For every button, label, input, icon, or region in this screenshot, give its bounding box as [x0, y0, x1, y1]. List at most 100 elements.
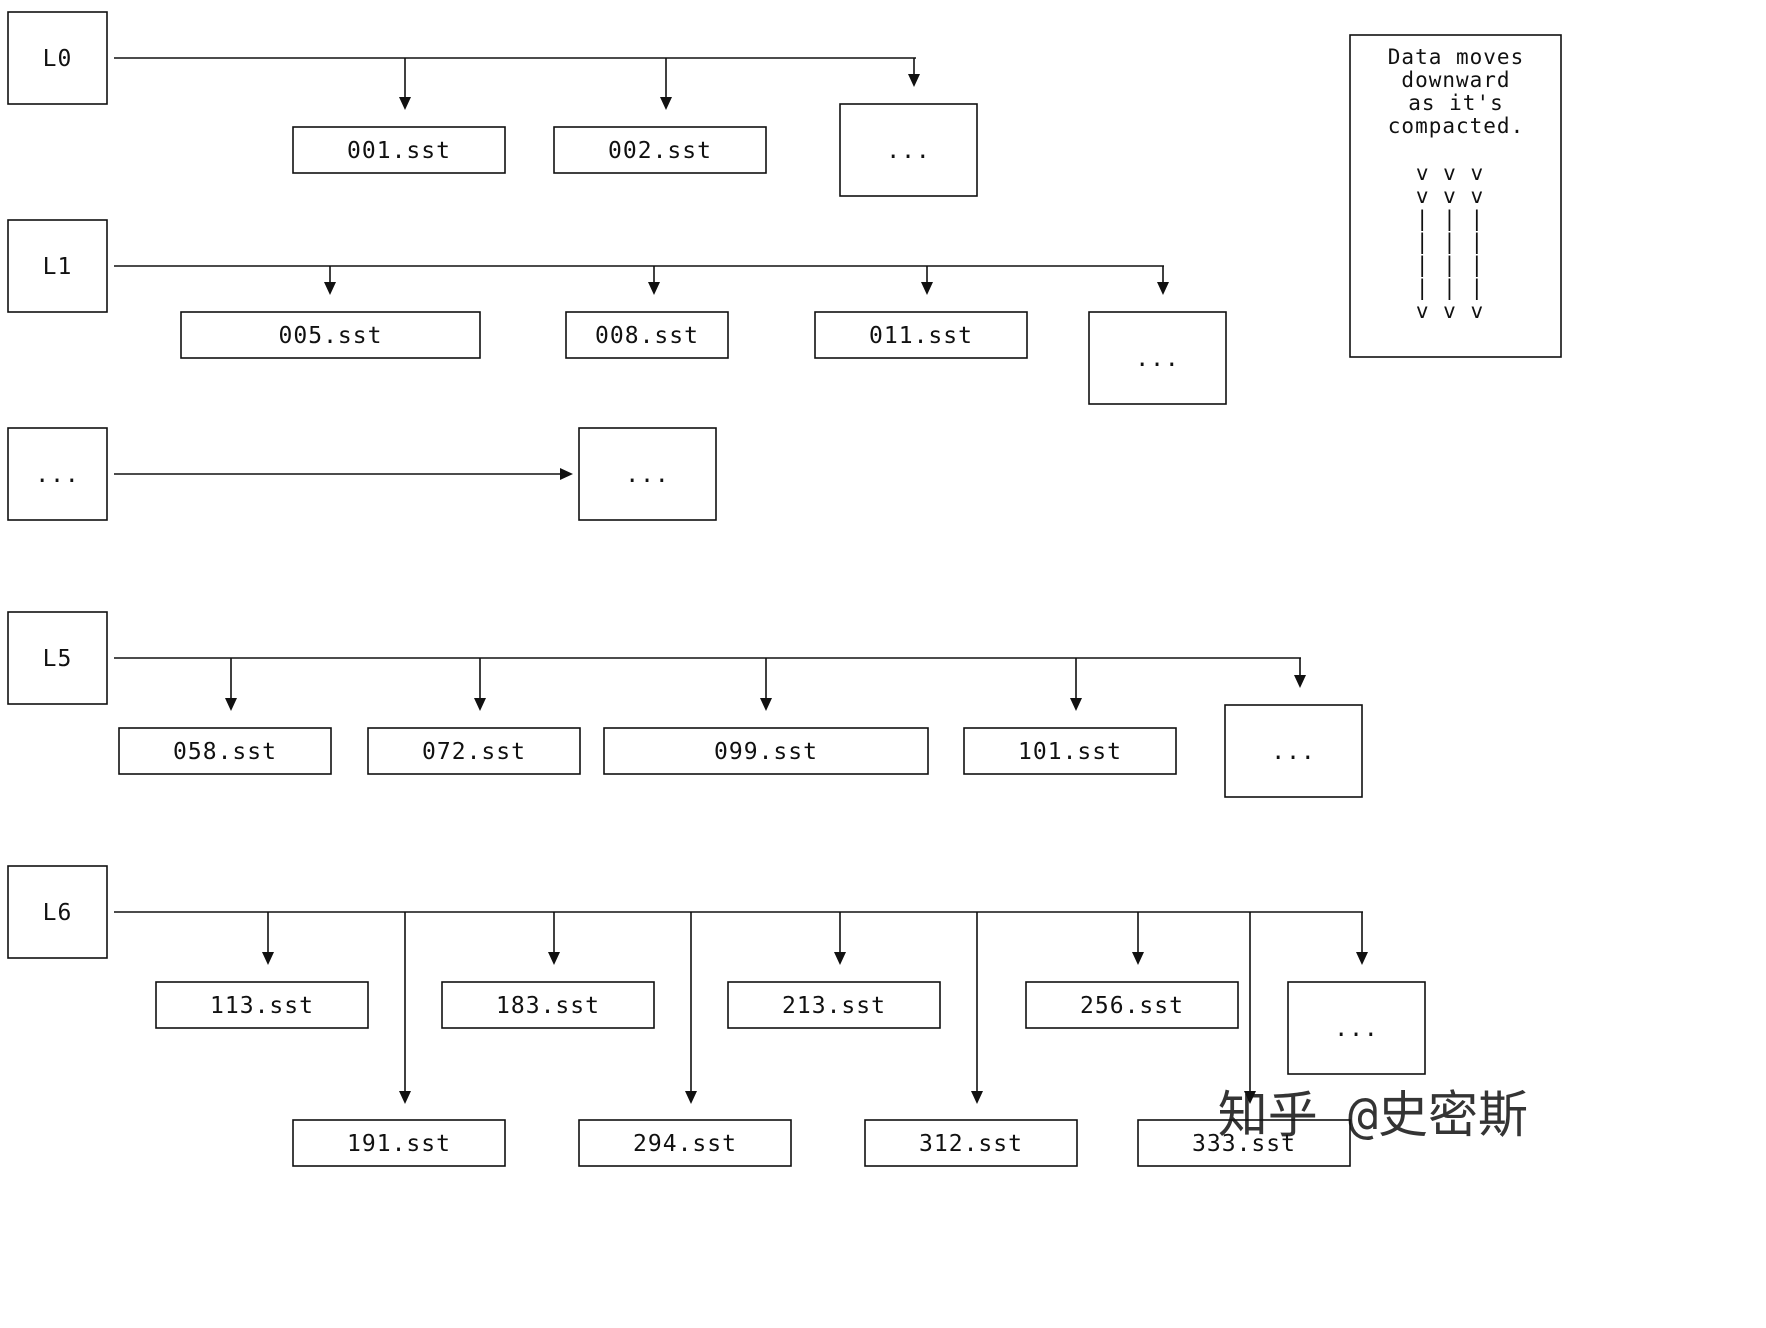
sst-file-213-label: 213.sst	[782, 993, 886, 1019]
sst-file-101-arrow	[1070, 658, 1082, 711]
sst-file-183-arrow	[548, 912, 560, 965]
watermark-text: 知乎 @史密斯	[1218, 1086, 1528, 1144]
level-lmid-arrow	[114, 468, 573, 480]
sst-file-101-label: 101.sst	[1018, 739, 1122, 765]
level-l0-more-files-box-frame	[839, 103, 978, 197]
level-l1-more-files-box-frame	[1088, 311, 1227, 405]
sst-file-113: 113.sst	[155, 981, 369, 1029]
level-l5-more-files-box-frame	[1224, 704, 1363, 798]
level-l1-box-label: L1	[43, 254, 73, 280]
note-text-line: as it's	[1408, 91, 1504, 115]
note-down-arrow-glyphs: v v v	[1416, 161, 1484, 185]
sst-file-333-arrow	[1244, 912, 1256, 1104]
level-lmid-more-files-box-label: ...	[625, 462, 670, 488]
sst-file-001-frame	[292, 126, 506, 174]
level-l1-more-files-box-label: ...	[1135, 346, 1180, 372]
sst-file-256-arrow	[1132, 912, 1144, 965]
sst-file-002-label: 002.sst	[608, 138, 712, 164]
level-l6-box-label: L6	[43, 900, 73, 926]
level-l5-box-label: L5	[43, 646, 73, 672]
sst-file-294-arrow	[685, 912, 697, 1104]
sst-file-002-arrow	[660, 58, 672, 110]
sst-file-191: 191.sst	[292, 1119, 506, 1167]
sst-file-312-label: 312.sst	[919, 1131, 1023, 1157]
sst-file-213-frame	[727, 981, 941, 1029]
note-text-line: downward	[1401, 68, 1510, 92]
sst-file-001-arrow	[399, 58, 411, 110]
level-l0-box: L0	[7, 11, 108, 105]
sst-file-191-frame	[292, 1119, 506, 1167]
level-l0-box-label: L0	[43, 46, 73, 72]
sst-file-256-label: 256.sst	[1080, 993, 1184, 1019]
sst-file-213-arrow	[834, 912, 846, 965]
level-l6-more-files-box-frame	[1287, 981, 1426, 1075]
sst-file-005-arrow	[324, 266, 336, 295]
sst-file-312: 312.sst	[864, 1119, 1078, 1167]
sst-file-002: 002.sst	[553, 126, 767, 174]
sst-file-008-frame	[565, 311, 729, 359]
level-l1-more-files-box: ...	[1088, 311, 1227, 405]
sst-file-113-label: 113.sst	[210, 993, 314, 1019]
sst-file-058-label: 058.sst	[173, 739, 277, 765]
sst-file-312-arrow	[971, 912, 983, 1104]
sst-file-312-frame	[864, 1119, 1078, 1167]
sst-file-099: 099.sst	[603, 727, 929, 775]
level-l5-box: L5	[7, 611, 108, 705]
sst-file-213: 213.sst	[727, 981, 941, 1029]
sst-file-333-label: 333.sst	[1192, 1131, 1296, 1157]
note-down-arrow-glyphs: | | |	[1416, 276, 1484, 301]
sst-file-008: 008.sst	[565, 311, 729, 359]
level-l0-more-files-box-arrow	[908, 58, 920, 87]
level-l0-more-files-box: ...	[839, 103, 978, 197]
level-lmid-box-label: ...	[35, 462, 80, 488]
level-l5-more-files-box-arrow	[1294, 658, 1306, 688]
level-l6-more-files-box: ...	[1287, 981, 1426, 1075]
sst-file-183: 183.sst	[441, 981, 655, 1029]
sst-file-183-frame	[441, 981, 655, 1029]
sst-file-099-label: 099.sst	[714, 739, 818, 765]
level-lmid-more-files-box-frame	[578, 427, 717, 521]
sst-file-011-frame	[814, 311, 1028, 359]
sst-file-333-frame	[1137, 1119, 1351, 1167]
sst-file-256: 256.sst	[1025, 981, 1239, 1029]
note-down-arrow-glyphs: | | |	[1416, 230, 1484, 255]
sst-file-008-label: 008.sst	[595, 323, 699, 349]
level-lmid-more-files-box: ...	[578, 427, 717, 521]
sst-file-256-frame	[1025, 981, 1239, 1029]
sst-file-072: 072.sst	[367, 727, 581, 775]
sst-file-294-label: 294.sst	[633, 1131, 737, 1157]
level-l1-more-files-box-arrow	[1157, 266, 1169, 295]
level-lmid-box: ...	[7, 427, 108, 521]
level-l0-box-frame	[7, 11, 108, 105]
level-l0-more-files-box-label: ...	[886, 138, 931, 164]
sst-file-072-label: 072.sst	[422, 739, 526, 765]
sst-file-002-frame	[553, 126, 767, 174]
sst-file-011: 011.sst	[814, 311, 1028, 359]
sst-file-011-label: 011.sst	[869, 323, 973, 349]
sst-file-008-arrow	[648, 266, 660, 295]
sst-file-001-label: 001.sst	[347, 138, 451, 164]
sst-file-099-arrow	[760, 658, 772, 711]
level-l6-box-frame	[7, 865, 108, 959]
sst-file-058-frame	[118, 727, 332, 775]
level-l5-more-files-box: ...	[1224, 704, 1363, 798]
level-l1-box: L1	[7, 219, 108, 313]
sst-file-005-label: 005.sst	[279, 323, 383, 349]
sst-file-191-label: 191.sst	[347, 1131, 451, 1157]
sst-file-058: 058.sst	[118, 727, 332, 775]
sst-file-005-frame	[180, 311, 481, 359]
level-l5-more-files-box-label: ...	[1271, 739, 1316, 765]
level-lmid-box-frame	[7, 427, 108, 521]
sst-file-005: 005.sst	[180, 311, 481, 359]
sst-file-099-frame	[603, 727, 929, 775]
sst-file-072-arrow	[474, 658, 486, 711]
sst-file-058-arrow	[225, 658, 237, 711]
compaction-note-frame	[1349, 34, 1562, 358]
sst-file-294-frame	[578, 1119, 792, 1167]
sst-file-183-label: 183.sst	[496, 993, 600, 1019]
note-down-arrow-glyphs: | | |	[1416, 207, 1484, 232]
sst-file-294: 294.sst	[578, 1119, 792, 1167]
